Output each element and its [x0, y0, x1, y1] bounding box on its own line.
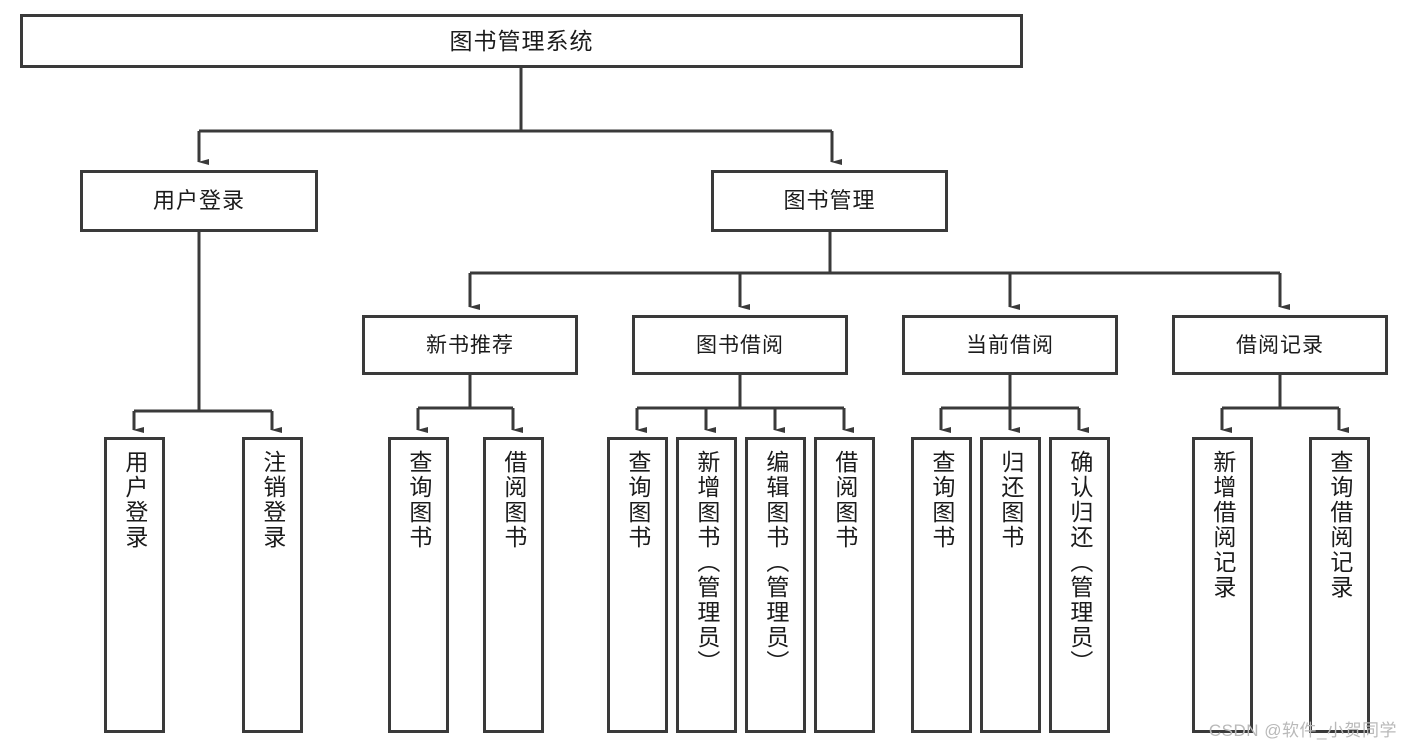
node-label: 新增图书（管理员）: [693, 450, 720, 675]
node-new-book-recommend[interactable]: 新书推荐: [362, 315, 578, 375]
node-label: 借阅图书: [500, 450, 527, 550]
node-label: 查询图书: [624, 450, 651, 550]
node-label: 注销登录: [259, 450, 286, 550]
node-label: 新书推荐: [426, 333, 514, 357]
node-label: 归还图书: [997, 450, 1024, 550]
node-label: 查询借阅记录: [1326, 450, 1353, 600]
node-label: 图书管理: [783, 188, 876, 213]
leaf-user-login-login[interactable]: 用户登录: [104, 437, 165, 733]
leaf-user-login-logout[interactable]: 注销登录: [242, 437, 303, 733]
leaf-borrow-edit-book-admin[interactable]: 编辑图书（管理员）: [745, 437, 806, 733]
leaf-borrow-add-book-admin[interactable]: 新增图书（管理员）: [676, 437, 737, 733]
node-label: 编辑图书（管理员）: [762, 450, 789, 675]
leaf-current-query-book[interactable]: 查询图书: [911, 437, 972, 733]
leaf-recommend-borrow-book[interactable]: 借阅图书: [483, 437, 544, 733]
leaf-borrow-query-book[interactable]: 查询图书: [607, 437, 668, 733]
node-root-system[interactable]: 图书管理系统: [20, 14, 1023, 68]
node-borrow-record[interactable]: 借阅记录: [1172, 315, 1388, 375]
node-label: 确认归还（管理员）: [1066, 450, 1093, 675]
leaf-current-return-book[interactable]: 归还图书: [980, 437, 1041, 733]
leaf-current-confirm-return-admin[interactable]: 确认归还（管理员）: [1049, 437, 1110, 733]
node-label: 当前借阅: [966, 333, 1054, 357]
leaf-recommend-query-book[interactable]: 查询图书: [388, 437, 449, 733]
node-label: 新增借阅记录: [1209, 450, 1236, 600]
leaf-borrow-borrow-book[interactable]: 借阅图书: [814, 437, 875, 733]
node-label: 借阅图书: [831, 450, 858, 550]
leaf-record-query-record[interactable]: 查询借阅记录: [1309, 437, 1370, 733]
node-user-login[interactable]: 用户登录: [80, 170, 318, 232]
node-current-borrow[interactable]: 当前借阅: [902, 315, 1118, 375]
node-book-management[interactable]: 图书管理: [711, 170, 948, 232]
node-label: 图书借阅: [696, 333, 784, 357]
node-label: 查询图书: [928, 450, 955, 550]
leaf-record-add-record[interactable]: 新增借阅记录: [1192, 437, 1253, 733]
node-label: 用户登录: [121, 450, 148, 550]
node-book-borrow[interactable]: 图书借阅: [632, 315, 848, 375]
node-label: 借阅记录: [1236, 333, 1324, 357]
node-label: 查询图书: [405, 450, 432, 550]
node-label: 图书管理系统: [449, 27, 594, 54]
node-label: 用户登录: [152, 188, 245, 213]
